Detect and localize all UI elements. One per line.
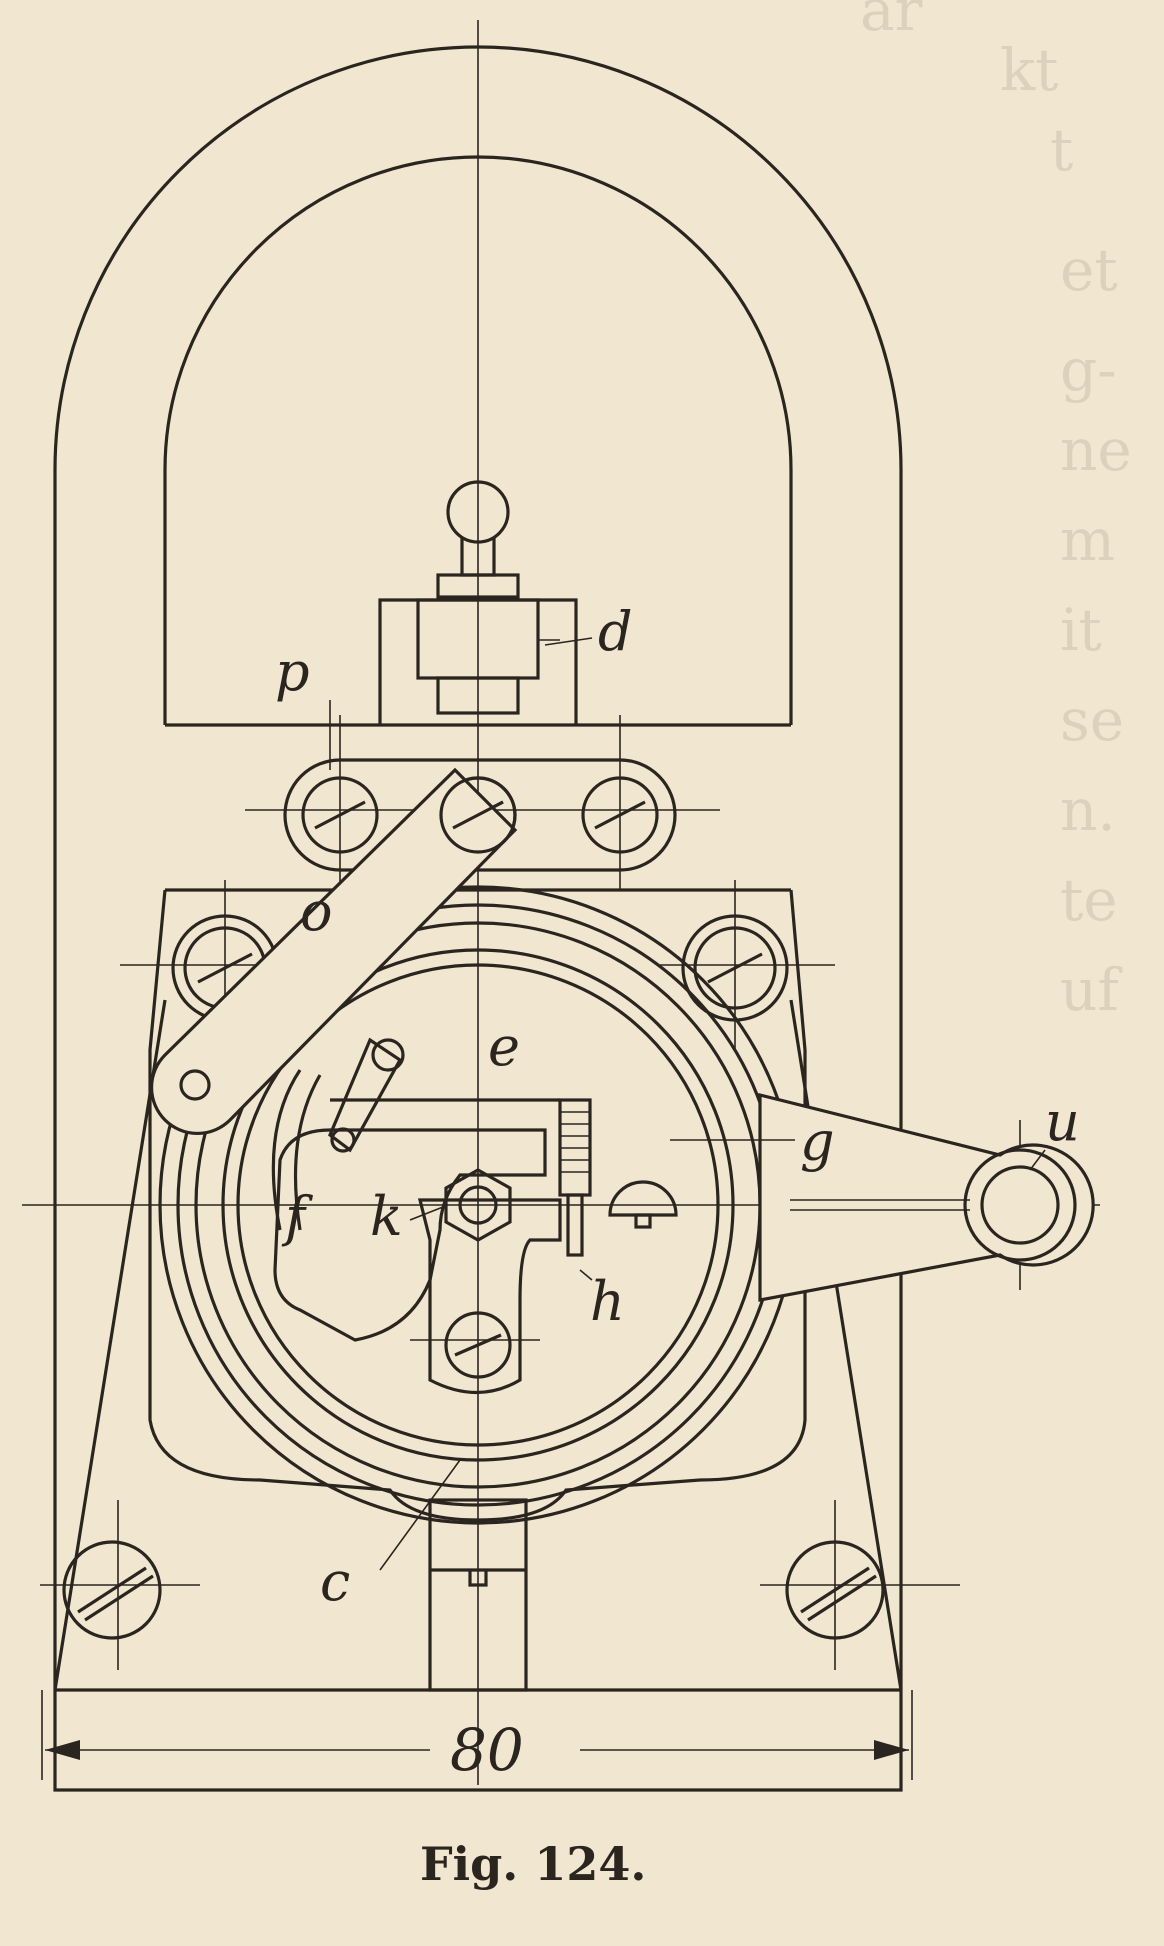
svg-text:ne: ne (1060, 416, 1132, 484)
base-screws (62, 1540, 885, 1640)
svg-text:uf: uf (1060, 956, 1122, 1024)
svg-text:g-: g- (1060, 336, 1117, 404)
svg-text:te: te (1060, 866, 1118, 934)
show-through-text: ar kt t et g- ne m it se n. te uf (860, 0, 1132, 1024)
label-g: g (800, 1110, 835, 1173)
label-u: u (1045, 1090, 1080, 1153)
dimension-value: 80 (450, 1716, 524, 1784)
label-k: k (370, 1185, 403, 1248)
label-e: e (488, 1015, 520, 1078)
part-labels: d p o e f k g u h c (275, 600, 1080, 1613)
housing (148, 889, 807, 1522)
label-p: p (275, 640, 310, 703)
inner-mechanism (271, 1037, 678, 1395)
lever-o (150, 767, 518, 1135)
label-f: f (281, 1185, 313, 1248)
label-o: o (300, 880, 333, 943)
svg-text:t: t (1050, 116, 1073, 184)
svg-text:m: m (1060, 506, 1115, 574)
center-lines (22, 20, 1100, 1785)
figure-caption: Fig. 124. (420, 1837, 646, 1891)
stem (428, 1498, 528, 1692)
svg-text:ar: ar (860, 0, 923, 44)
svg-text:kt: kt (1000, 36, 1058, 104)
arm-u (758, 1092, 1095, 1302)
dimension-80: 80 (41, 1690, 913, 1784)
svg-text:se: se (1060, 686, 1124, 754)
label-d: d (598, 600, 633, 663)
label-c: c (320, 1550, 350, 1613)
svg-text:it: it (1060, 596, 1102, 664)
svg-text:et: et (1060, 236, 1118, 304)
svg-text:n.: n. (1060, 776, 1116, 844)
label-h: h (590, 1270, 625, 1333)
adjuster-screw-d (378, 480, 578, 725)
